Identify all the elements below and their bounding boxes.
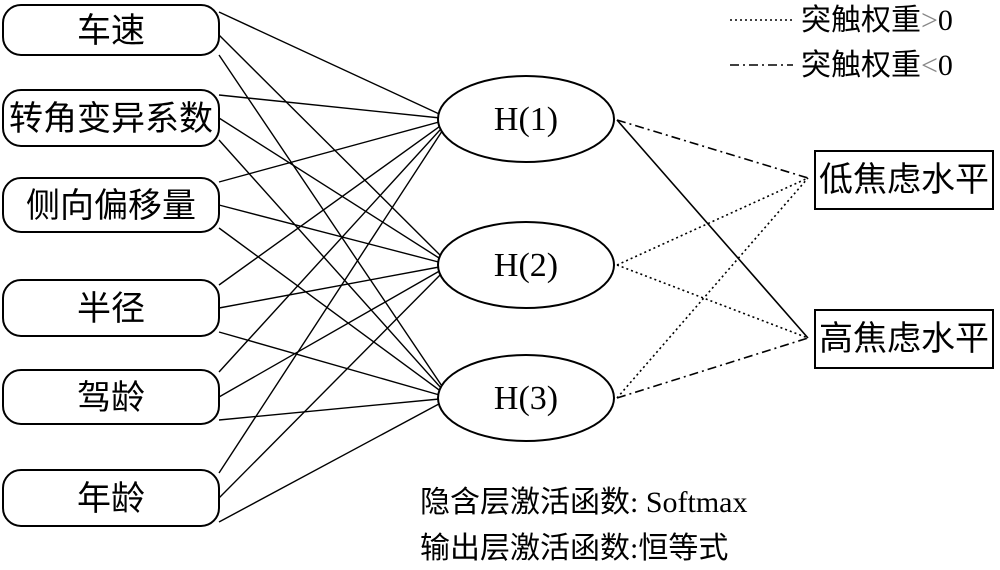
legend: 突触权重>0 突触权重<0	[730, 4, 953, 82]
hidden-label: H(1)	[494, 101, 558, 138]
edge-input4-h3	[218, 331, 451, 399]
edge-input3-h1	[218, 118, 451, 183]
edge-h2-low	[616, 177, 809, 266]
edge-h3-high	[616, 337, 809, 399]
edge-input3-h3	[218, 227, 451, 399]
output-node-high-anxiety: 高焦虑水平	[814, 309, 994, 369]
edge-input1-h1	[218, 11, 451, 120]
legend-value: 0	[938, 49, 953, 82]
hidden-node-2: H(2)	[437, 221, 615, 309]
output-label: 高焦虑水平	[819, 320, 989, 358]
input-node-age: 年龄	[2, 469, 220, 527]
input-node-steering-cv: 转角变异系数	[2, 89, 220, 147]
input-label: 驾龄	[77, 379, 145, 417]
edge-input5-h1	[218, 118, 451, 373]
input-node-driving-years: 驾龄	[2, 369, 220, 425]
output-label: 低焦虑水平	[819, 161, 989, 199]
edge-input2-h1	[218, 94, 451, 120]
legend-text: 突触权重	[801, 49, 921, 82]
edge-input5-h3	[218, 397, 451, 421]
input-label: 转角变异系数	[9, 100, 213, 138]
edge-input4-h2	[218, 264, 451, 309]
edge-input6-h3	[218, 397, 451, 523]
legend-entry-positive: 突触权重>0	[801, 4, 953, 37]
legend-symbol: <	[921, 49, 938, 82]
hidden-output-connections	[616, 119, 809, 399]
edge-h1-high	[616, 119, 809, 339]
edge-h2-high	[616, 264, 809, 339]
legend-value: 0	[938, 4, 953, 37]
hidden-label: H(2)	[494, 247, 558, 284]
output-node-low-anxiety: 低焦虑水平	[814, 150, 994, 210]
legend-text: 突触权重	[801, 4, 921, 37]
input-label: 年龄	[77, 480, 145, 518]
input-node-radius: 半径	[2, 279, 220, 337]
edge-input1-h3	[218, 54, 451, 399]
hidden-activation-note: 隐含层激活函数: Softmax	[420, 486, 748, 519]
input-label: 车速	[77, 12, 145, 50]
edge-input2-h3	[218, 139, 451, 399]
edge-h1-low	[616, 119, 809, 179]
input-label: 半径	[77, 290, 145, 328]
hidden-node-3: H(3)	[437, 354, 615, 442]
edge-input5-h2	[218, 264, 451, 398]
legend-entry-negative: 突触权重<0	[801, 49, 953, 82]
output-activation-note: 输出层激活函数:恒等式	[420, 532, 728, 565]
edge-input6-h1	[218, 118, 451, 474]
input-hidden-connections	[218, 11, 451, 523]
activation-notes: 隐含层激活函数: Softmax 输出层激活函数:恒等式	[420, 486, 748, 565]
hidden-node-1: H(1)	[437, 75, 615, 163]
input-label: 侧向偏移量	[26, 187, 196, 225]
legend-symbol: >	[921, 4, 938, 37]
input-node-lateral-offset: 侧向偏移量	[2, 177, 220, 233]
edge-input4-h1	[218, 118, 451, 286]
hidden-label: H(3)	[494, 380, 558, 417]
input-layer: 车速 转角变异系数 侧向偏移量 半径 驾龄 年龄	[2, 4, 220, 527]
input-node-speed: 车速	[2, 4, 220, 56]
hidden-layer: H(1) H(2) H(3)	[437, 75, 615, 442]
edge-input3-h2	[218, 204, 451, 266]
edge-input6-h2	[218, 264, 451, 499]
output-layer: 低焦虑水平 高焦虑水平	[814, 150, 994, 369]
edge-h3-low	[616, 177, 809, 399]
edge-input2-h2	[218, 117, 451, 266]
